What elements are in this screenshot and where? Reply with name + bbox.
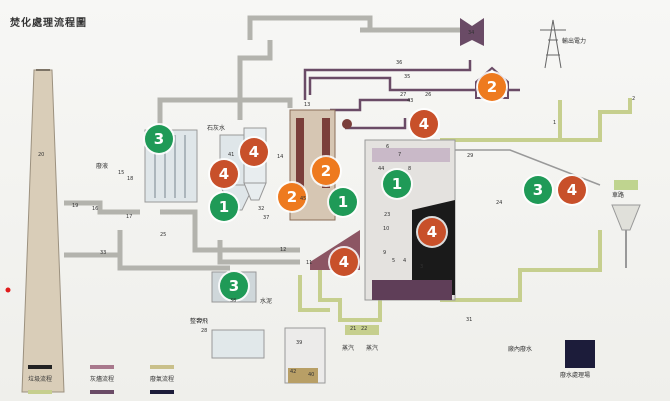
- component-number: 29: [467, 153, 474, 159]
- component-number: 31: [466, 317, 473, 323]
- step-badge: 4: [418, 218, 446, 246]
- waste-truck-label: 車路: [612, 192, 625, 199]
- component-number: 16: [92, 206, 99, 212]
- component-number: 21: [350, 326, 357, 332]
- component-number: 10: [383, 226, 390, 232]
- component-number: 22: [361, 326, 368, 332]
- component-number: 27: [400, 92, 407, 98]
- step-badge: 4: [558, 176, 586, 204]
- wastewater-plant-label: 廢水處理場: [560, 372, 591, 379]
- steam-label-b: 蒸汽: [366, 345, 379, 352]
- wastewater-tank: [565, 340, 595, 368]
- component-number: 11: [306, 260, 313, 266]
- component-number: 40: [308, 372, 315, 378]
- component-number: 43: [407, 98, 414, 104]
- component-number: 19: [72, 203, 79, 209]
- step-badge: 2: [278, 183, 306, 211]
- component-number: 41: [228, 152, 235, 158]
- legend-ash: 灰燼流程: [90, 376, 115, 383]
- ash-collect-label: 整合飛: [190, 318, 209, 325]
- step-badge: 4: [210, 160, 238, 188]
- component-number: 44: [378, 166, 385, 172]
- step-badge: 4: [330, 248, 358, 276]
- diagram-title: 焚化處理流程圖: [10, 18, 87, 29]
- component-number: 23: [384, 212, 391, 218]
- step-badge: 3: [220, 272, 248, 300]
- waste-liquid-label: 廢液: [96, 163, 109, 170]
- component-number: 15: [118, 170, 125, 176]
- component-number: 26: [425, 92, 432, 98]
- component-number: 9: [383, 250, 387, 256]
- component-number: 17: [126, 214, 133, 220]
- component-number: 1: [553, 120, 557, 126]
- component-number: 25: [160, 232, 167, 238]
- component-number: 34: [468, 30, 475, 36]
- legend-gas: 廢氣流程: [150, 376, 175, 383]
- component-number: 36: [396, 60, 403, 66]
- component-number: 2: [632, 96, 636, 102]
- step-badge: 4: [410, 110, 438, 138]
- truck-icon: [614, 180, 638, 190]
- component-number: 45: [300, 196, 307, 202]
- step-badge: 1: [383, 170, 411, 198]
- component-number: 12: [280, 247, 287, 253]
- step-badge: 3: [145, 125, 173, 153]
- step-badge: 2: [478, 73, 506, 101]
- component-number: 39: [296, 340, 303, 346]
- component-number: 5: [392, 258, 396, 264]
- steam-label-a: 蒸汽: [342, 345, 355, 352]
- component-number: 30: [196, 318, 203, 324]
- chimney: [21, 69, 65, 393]
- steam-pipes: [303, 60, 520, 130]
- component-number: 35: [404, 74, 411, 80]
- step-badge: 2: [312, 157, 340, 185]
- legend-waste: 垃圾流程: [28, 376, 53, 383]
- power-tower-icon: [540, 19, 566, 69]
- water-lines: [298, 98, 632, 322]
- step-badge: 1: [329, 188, 357, 216]
- component-number: 8: [408, 166, 412, 172]
- component-number: 38: [230, 298, 237, 304]
- component-number: 33: [100, 250, 107, 256]
- component-number: 28: [201, 328, 208, 334]
- step-badge: 3: [524, 176, 552, 204]
- component-number: 24: [496, 200, 503, 206]
- component-number: 32: [258, 206, 265, 212]
- component-number: 14: [277, 154, 284, 160]
- component-number: 7: [398, 152, 402, 158]
- component-number: 18: [127, 176, 134, 182]
- power-output-label: 輸出電力: [562, 38, 587, 45]
- water-collect-label: 水泥: [260, 298, 273, 305]
- lime-water-label: 石灰水: [207, 125, 226, 132]
- component-number: 6: [386, 144, 390, 150]
- component-number: 20: [38, 152, 45, 158]
- component-number: 3: [420, 264, 424, 270]
- step-badge: 1: [210, 193, 238, 221]
- component-number: 4: [403, 258, 407, 264]
- component-number: 42: [290, 369, 297, 375]
- step-badge: 4: [240, 138, 268, 166]
- component-number: 13: [304, 102, 311, 108]
- component-number: 37: [263, 215, 270, 221]
- plant-water-label: 廠內廢水: [508, 346, 533, 353]
